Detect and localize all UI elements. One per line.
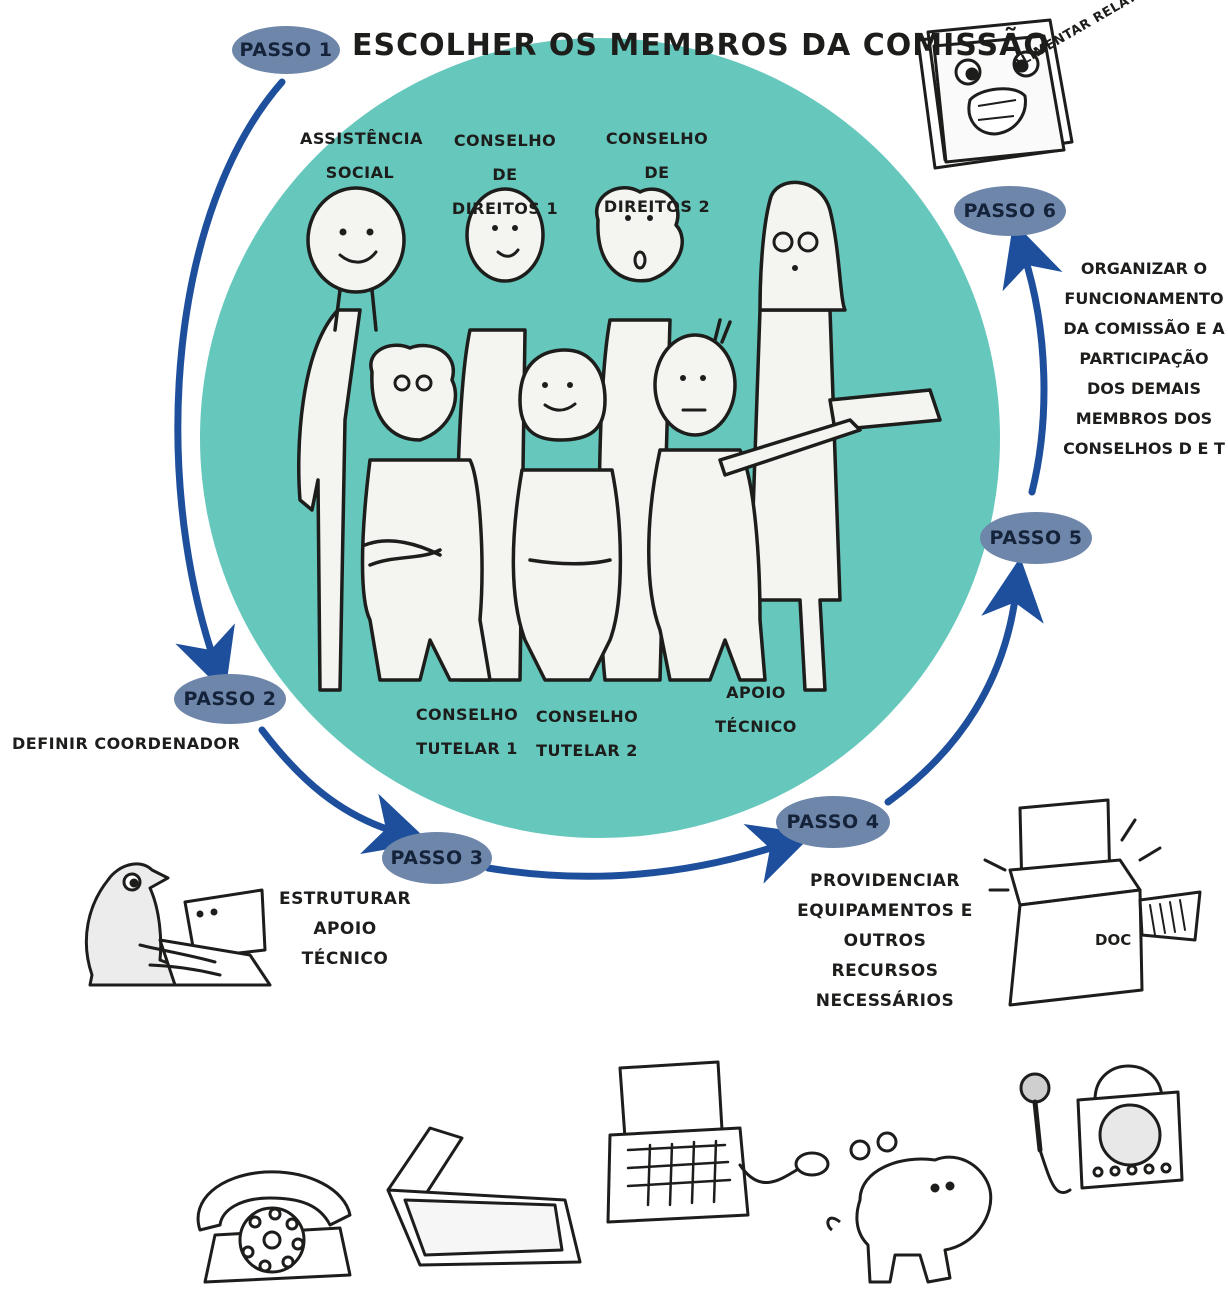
step-3-description: Estruturarapoio técnico <box>278 889 412 969</box>
person-laptop-icon <box>84 862 272 987</box>
arrow-step1-step2 <box>174 78 286 694</box>
step-2-description: Definir coordenador <box>12 734 241 753</box>
member-label-tutelar2: Conselhotutelar 2 <box>535 707 639 760</box>
member-label-apoio: Apoiotécnico <box>715 683 797 736</box>
arrow-step2-step3 <box>258 726 430 854</box>
member-faces <box>339 215 798 388</box>
step-4-description: Providenciarequipamentos e outros recurs… <box>797 871 973 1011</box>
arrow-step5-step6 <box>1002 221 1063 496</box>
laptop-icon <box>386 1126 582 1267</box>
doc-label: DOC <box>1095 931 1131 949</box>
member-label-direitos2: Conselho dedireitos 2 <box>603 129 711 216</box>
telephone-icon <box>196 1170 352 1284</box>
report-icon <box>916 18 1074 170</box>
arrow-step3-step4 <box>484 823 814 884</box>
arrow-step4-step5 <box>884 557 1044 806</box>
diagram-title: Escolher os membros da comissão <box>352 28 1050 63</box>
committee-members-icon <box>297 180 942 692</box>
member-label-tutelar1: Conselhotutelar 1 <box>415 705 519 758</box>
member-label-direitos1: Conselho dedireitos 1 <box>451 131 559 218</box>
step-4-badge: Passo 4 <box>776 796 890 848</box>
step-5-badge: Passo 5 <box>980 512 1092 564</box>
printer-icon <box>983 798 1202 1007</box>
step-3-badge: Passo 3 <box>382 832 492 884</box>
member-label-assistencia: Assistênciasocial <box>300 129 423 182</box>
step-6-badge: Passo 6 <box>954 186 1066 236</box>
computer-icon <box>606 1060 830 1224</box>
step-5-description: Organizar ofuncionamento da comissão e a… <box>1063 259 1225 458</box>
radio-icon <box>1076 1064 1184 1190</box>
step-1-badge: Passo 1 <box>232 26 340 74</box>
piggy-bank-icon <box>826 1131 993 1284</box>
microphone-icon <box>1019 1072 1072 1194</box>
step-2-badge: Passo 2 <box>174 674 286 724</box>
